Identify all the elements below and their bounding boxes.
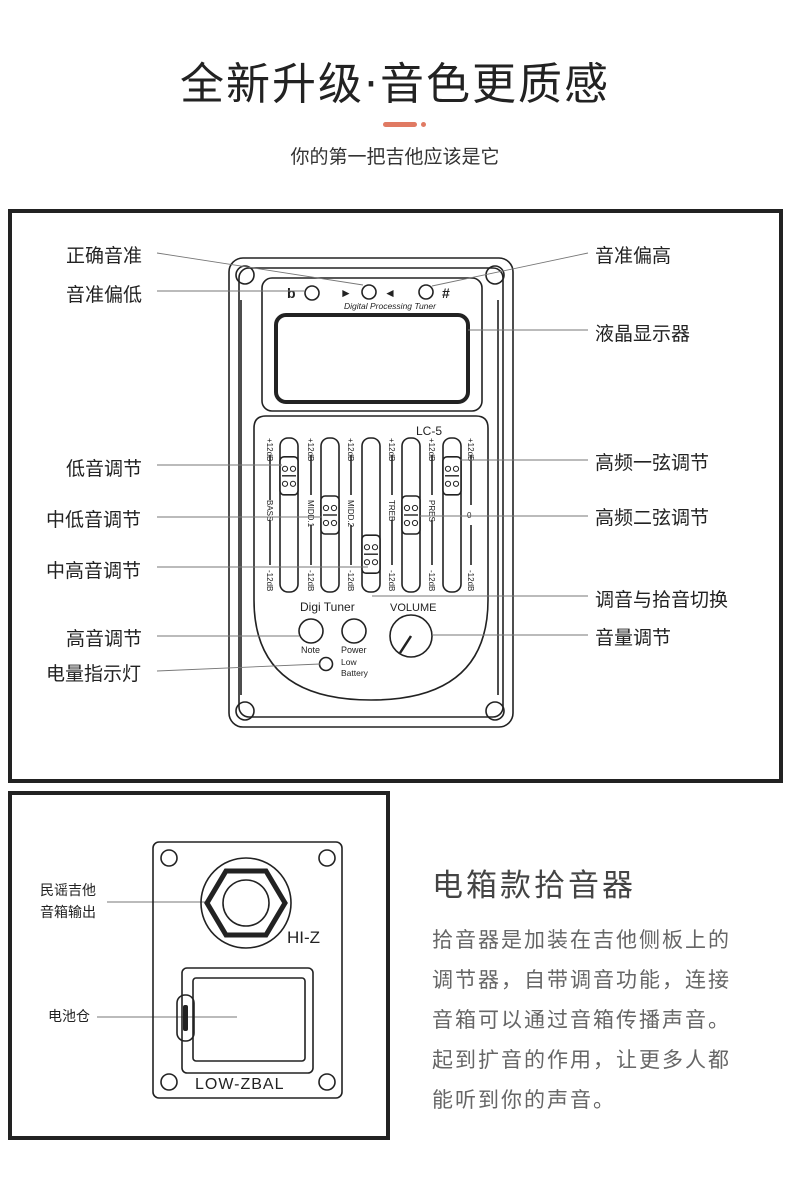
brand-text: Digital Processing Tuner [344, 301, 437, 311]
side-text-line: 能听到你的声音。 [432, 1088, 616, 1112]
preamp-body [228, 257, 514, 728]
note-button[interactable] [298, 618, 324, 644]
label-battery-compartment: 电池仓 [48, 1009, 90, 1025]
label-tuner-switch: 调音与拾音切换 [595, 589, 729, 611]
page-subtitle: 你的第一把吉他应该是它 [290, 146, 500, 168]
slider-name-label: MIDD.2 [346, 500, 355, 528]
scale-mid-label: 0 [467, 511, 472, 520]
slider-bottom-label: -12dB [306, 570, 315, 591]
slider-knob-midd2[interactable] [361, 534, 381, 575]
scale-bottom-label: -12dB [466, 570, 475, 591]
slider-name-label: MIDD.1 [306, 500, 315, 528]
preamp-inner-border [238, 267, 504, 718]
output-jack-ring [200, 857, 292, 949]
in-tune-indicator-led [361, 284, 377, 300]
slider-bottom-label: -12dB [265, 570, 274, 591]
note-label: Note [301, 645, 320, 655]
eq-section [253, 415, 489, 701]
slider-name-label: BASS [265, 500, 274, 521]
screw-icon [318, 849, 336, 867]
slider-name-label: TREB [387, 500, 396, 521]
power-button[interactable] [341, 618, 367, 644]
slider-knob-midd1[interactable] [320, 495, 340, 535]
screw-icon [235, 701, 255, 721]
label-correct-pitch: 正确音准 [66, 245, 143, 267]
screw-icon [318, 1073, 336, 1091]
slider-knob-pres[interactable] [442, 455, 462, 496]
slider-track-midd2 [361, 437, 381, 593]
low-battery-label: Low [341, 657, 357, 667]
slider-bottom-label: -12dB [346, 570, 355, 591]
slider-top-label: +12dB [265, 438, 274, 461]
slider-bottom-label: -12dB [427, 570, 436, 591]
lcd-display [274, 313, 470, 404]
slider-top-label: +12dB [306, 438, 315, 461]
label-bass: 低音调节 [66, 458, 143, 480]
screw-icon [235, 265, 255, 285]
hiz-label: HI-Z [287, 928, 320, 947]
battery-compartment [181, 967, 314, 1074]
screw-icon [485, 701, 505, 721]
arrow-left-icon: ◄ [384, 286, 396, 300]
slider-name-label: PRES [427, 500, 436, 522]
sharp-indicator-led [418, 284, 434, 300]
side-text-line: 音箱可以通过音箱传播声音。 [432, 1008, 731, 1032]
title-accent-bar [383, 122, 417, 127]
model-label: LC-5 [416, 424, 442, 438]
tuner-section [261, 277, 483, 412]
label-output: 民谣吉他 音箱输出 [40, 883, 96, 921]
preamp-panel-frame [8, 209, 783, 783]
label-battery-light: 电量指示灯 [46, 663, 142, 685]
label-treble: 高音调节 [66, 628, 143, 650]
screw-icon [160, 1073, 178, 1091]
slider-top-label: +12dB [387, 438, 396, 461]
low-battery-led [318, 656, 334, 672]
power-label: Power [341, 645, 367, 655]
side-text-line: 调节器，自带调音功能，连接 [432, 968, 731, 992]
scale-top-label: +12dB [466, 438, 475, 461]
slider-track-pres [442, 437, 462, 593]
screw-icon [160, 849, 178, 867]
label-lcd: 液晶显示器 [595, 323, 691, 345]
side-text-line: 拾音器是加装在吉他侧板上的 [432, 928, 731, 952]
title-accent-dot [421, 122, 426, 127]
label-pitch-high: 音准偏高 [595, 245, 672, 267]
slider-top-label: +12dB [346, 438, 355, 461]
label-mid-high: 中高音调节 [46, 560, 142, 582]
jack-plate [152, 841, 343, 1099]
sharp-symbol: # [442, 285, 450, 301]
slider-track-bass [279, 437, 299, 593]
side-text-line: 起到扩音的作用，让更多人都 [432, 1048, 731, 1072]
slider-knob-bass[interactable] [279, 455, 299, 496]
battery-latch[interactable] [176, 994, 195, 1042]
flat-indicator-led [304, 285, 320, 301]
output-jack-nut-icon[interactable] [204, 868, 288, 938]
label-pitch-low: 音准偏低 [66, 284, 143, 306]
arrow-right-icon: ► [340, 286, 352, 300]
low-battery-label: Battery [341, 668, 369, 678]
slider-top-label: +12dB [427, 438, 436, 461]
low-zbal-label: LOW-ZBAL [195, 1076, 285, 1093]
jack-panel-frame [8, 791, 390, 1140]
label-volume-adj: 音量调节 [595, 627, 672, 649]
label-mid-low: 中低音调节 [46, 509, 142, 531]
volume-label: VOLUME [390, 602, 436, 614]
page-title: 全新升级·音色更质感 [180, 59, 610, 110]
flat-symbol: b [287, 285, 296, 301]
volume-knob[interactable] [389, 614, 433, 658]
slider-knob-treb[interactable] [401, 495, 421, 535]
output-jack-socket [222, 879, 270, 927]
digi-tuner-label: Digi Tuner [300, 600, 355, 614]
slider-bottom-label: -12dB [387, 570, 396, 591]
label-high-string-2: 高频二弦调节 [595, 507, 710, 529]
side-title: 电箱款拾音器 [432, 868, 636, 904]
label-high-string-1: 高频一弦调节 [595, 452, 710, 474]
